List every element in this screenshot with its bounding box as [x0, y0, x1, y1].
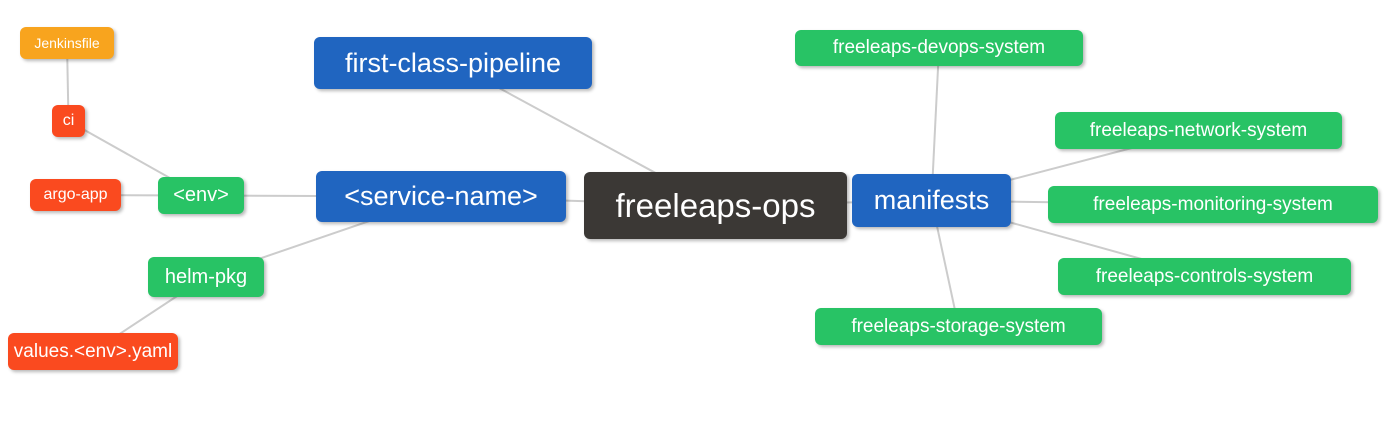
node-manifests[interactable]: manifests [852, 174, 1011, 227]
node-ci[interactable]: ci [52, 105, 85, 137]
node-freeleaps-storage-system[interactable]: freeleaps-storage-system [815, 308, 1102, 345]
node-service-name[interactable]: <service-name> [316, 171, 566, 222]
node-freeleaps-network-system[interactable]: freeleaps-network-system [1055, 112, 1342, 149]
node-freeleaps-controls-system[interactable]: freeleaps-controls-system [1058, 258, 1351, 295]
node-first-class-pipeline[interactable]: first-class-pipeline [314, 37, 592, 89]
node-freeleaps-monitoring-system[interactable]: freeleaps-monitoring-system [1048, 186, 1378, 223]
node-env[interactable]: <env> [158, 177, 244, 214]
node-jenkinsfile[interactable]: Jenkinsfile [20, 27, 114, 59]
node-helm-pkg[interactable]: helm-pkg [148, 257, 264, 297]
node-argo-app[interactable]: argo-app [30, 179, 121, 211]
node-values-env-yaml[interactable]: values.<env>.yaml [8, 333, 178, 370]
node-freeleaps-ops[interactable]: freeleaps-ops [584, 172, 847, 239]
node-freeleaps-devops-system[interactable]: freeleaps-devops-system [795, 30, 1083, 66]
